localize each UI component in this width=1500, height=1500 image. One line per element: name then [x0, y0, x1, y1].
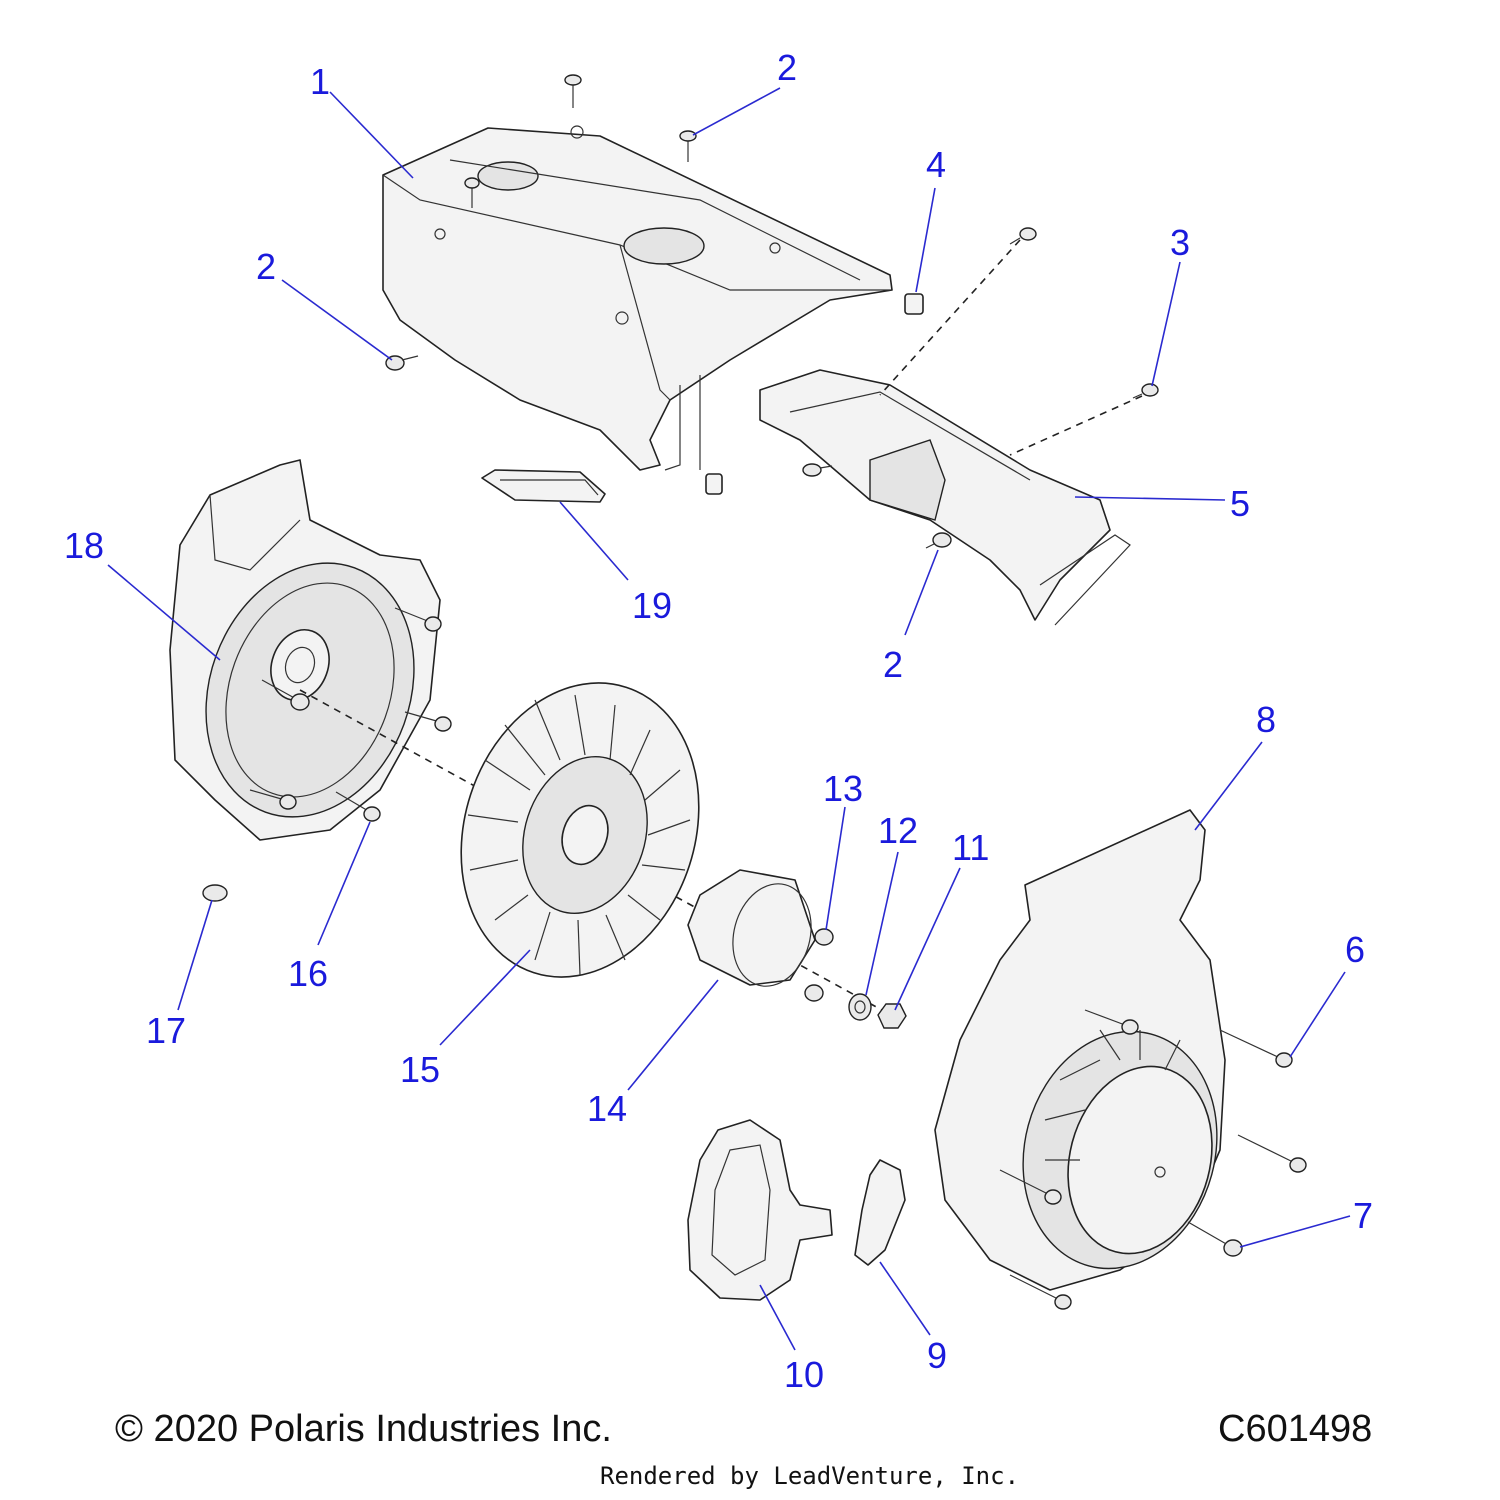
- callout-15: 15: [400, 1049, 440, 1090]
- stud-backplate-2[interactable]: [404, 711, 452, 732]
- part-wedge-19[interactable]: [481, 469, 606, 503]
- part-bolt-6[interactable]: [1219, 1029, 1293, 1068]
- part-bolt-cup-lower[interactable]: [804, 984, 824, 1002]
- bolt-duct-bottom[interactable]: [925, 532, 952, 549]
- callout-10: 10: [784, 1354, 824, 1395]
- rendered-by-note: Rendered by LeadVenture, Inc.: [600, 1462, 1020, 1490]
- part-clip-lower[interactable]: [705, 473, 723, 495]
- part-lock-washer-12[interactable]: [848, 993, 872, 1021]
- callout-5: 5: [1230, 483, 1250, 524]
- part-clip-4[interactable]: [904, 293, 924, 315]
- bolt-3[interactable]: [1132, 383, 1159, 399]
- callout-6: 6: [1345, 929, 1365, 970]
- stud-backplate-3[interactable]: [249, 789, 297, 810]
- part-side-duct[interactable]: [759, 369, 1131, 626]
- part-stud-16[interactable]: [335, 791, 381, 822]
- callout-14: 14: [587, 1088, 627, 1129]
- leader-lines: [107, 87, 1351, 1351]
- bolt-housing-1[interactable]: [1084, 1009, 1139, 1035]
- part-recoil-handle[interactable]: [687, 1119, 833, 1301]
- bolt-duct-top[interactable]: [1009, 227, 1037, 245]
- bolt-top-right[interactable]: [679, 130, 697, 162]
- callout-8: 8: [1256, 699, 1276, 740]
- callout-13: 13: [823, 768, 863, 809]
- callout-11: 11: [952, 827, 989, 868]
- bolt-top-left[interactable]: [564, 74, 582, 108]
- callout-labels: 1 2 2 2 3 4 5 6 7 8 9 10 11 12 13 14 15 …: [64, 47, 1373, 1395]
- part-flywheel-fan[interactable]: [424, 652, 735, 1008]
- callout-2-bottom: 2: [883, 644, 903, 685]
- callout-2-top: 2: [777, 47, 797, 88]
- stud-backplate-1[interactable]: [394, 607, 442, 632]
- callout-4: 4: [926, 144, 946, 185]
- part-handle-insert[interactable]: [854, 1159, 906, 1266]
- part-recoil-housing[interactable]: [934, 809, 1243, 1291]
- stud-backplate-4[interactable]: [261, 679, 310, 711]
- part-starter-cup[interactable]: [687, 869, 822, 995]
- part-backplate-housing[interactable]: [169, 459, 448, 846]
- callout-18: 18: [64, 525, 104, 566]
- callout-12: 12: [878, 810, 918, 851]
- bolt-shroud-left[interactable]: [385, 355, 419, 371]
- part-bolt-7[interactable]: [1187, 1221, 1243, 1257]
- callout-16: 16: [288, 953, 328, 994]
- bolt-housing-4[interactable]: [1009, 1274, 1072, 1310]
- callout-19: 19: [632, 585, 672, 626]
- callout-17: 17: [146, 1010, 186, 1051]
- copyright-text: © 2020 Polaris Industries Inc.: [115, 1408, 612, 1450]
- bolt-top-center[interactable]: [464, 177, 480, 208]
- callout-9: 9: [927, 1335, 947, 1376]
- callout-3: 3: [1170, 222, 1190, 263]
- part-top-shroud[interactable]: [382, 125, 893, 471]
- part-plug-17[interactable]: [202, 884, 228, 902]
- part-bolt-13[interactable]: [814, 928, 834, 946]
- bolt-housing-2[interactable]: [1237, 1134, 1307, 1173]
- part-nut-11[interactable]: [877, 1003, 907, 1029]
- bolt-duct-mid[interactable]: [802, 463, 833, 477]
- callout-7: 7: [1353, 1195, 1373, 1236]
- callout-2-left: 2: [256, 246, 276, 287]
- diagram-id: C601498: [1218, 1408, 1373, 1450]
- bolt-housing-3[interactable]: [999, 1169, 1062, 1205]
- callout-1: 1: [310, 61, 330, 102]
